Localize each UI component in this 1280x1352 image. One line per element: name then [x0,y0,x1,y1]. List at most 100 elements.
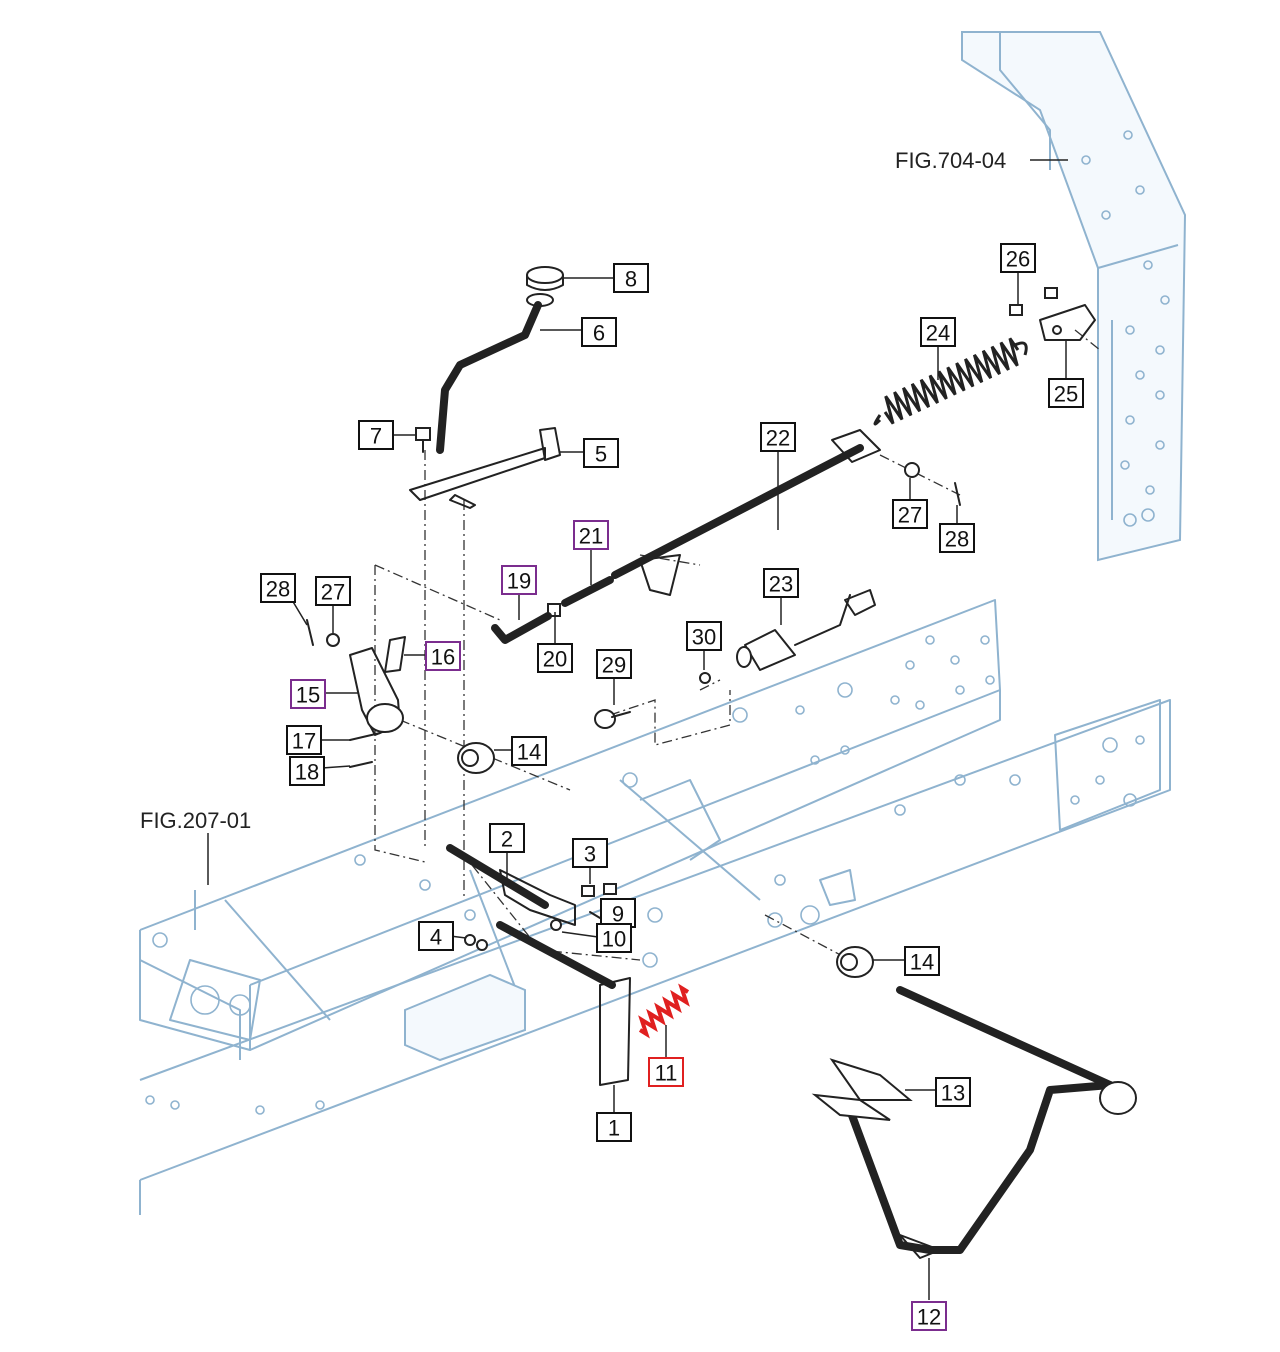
part-bolt-29 [594,709,631,729]
callout-box [596,923,632,953]
callout-box [572,838,608,868]
callout-label: 30 [692,625,716,650]
callout-c22: 22 [760,422,796,452]
callout-box [763,568,799,598]
part-bolts-3 [581,883,617,897]
callout-label: 19 [507,569,531,594]
callout-c24: 24 [920,317,956,347]
callout-label: 7 [370,424,382,449]
callout-label: 27 [898,503,922,528]
callout-c23: 23 [763,568,799,598]
callout-c19: 19 [501,565,537,595]
part-pin-28-right [954,482,961,506]
callout-label: 2 [501,827,513,852]
callout-c17: 17 [286,725,322,755]
callout-label: 18 [295,760,319,785]
callout-box [425,641,461,671]
callout-c5: 5 [583,438,619,468]
part-solenoid-23 [736,589,876,671]
callout-box [939,523,975,553]
callout-box [583,438,619,468]
callout-label: 6 [593,321,605,346]
chassis-frame [139,599,1171,1215]
callout-box [596,1112,632,1142]
part-spring-17 [349,732,381,741]
callout-label: 21 [579,524,603,549]
callout-label: 14 [517,740,541,765]
callout-label: 13 [941,1081,965,1106]
fig-704-reference: FIG.704-04 [895,148,1006,173]
callout-box [501,565,537,595]
callout-c14a: 14 [511,736,547,766]
part-washer-27-right [904,462,920,478]
callout-box [600,898,636,928]
callout-c30: 30 [686,621,722,651]
callout-box [511,736,547,766]
callout-c28b: 28 [939,523,975,553]
leader-lines [207,159,1068,1300]
callout-c3: 3 [572,838,608,868]
callout-box [1000,243,1036,273]
callout-box [286,725,322,755]
callout-label: 23 [769,572,793,597]
callout-box [418,921,454,951]
callout-label: 17 [292,729,316,754]
callout-label: 12 [917,1305,941,1330]
callout-c18: 18 [289,756,325,786]
callout-label: 15 [296,683,320,708]
callout-c29: 29 [596,649,632,679]
callout-label: 16 [431,645,455,670]
callout-label: 5 [595,442,607,467]
callout-c7: 7 [358,420,394,450]
callout-label: 11 [655,1061,678,1086]
part-bolt-7 [415,427,431,453]
callout-c9: 9 [600,898,636,928]
callout-box [935,1077,971,1107]
callout-box [613,263,649,293]
callout-label: 4 [430,925,442,950]
part-bushing-14-lower [836,946,874,978]
callout-box [686,621,722,651]
frame-bracket-704 [961,31,1187,562]
callout-box [1048,378,1084,408]
part-nut-30 [699,672,711,684]
part-washer-10 [550,919,562,931]
callout-c1: 1 [596,1112,632,1142]
callout-label: 10 [602,927,626,952]
part-nut-20 [547,603,561,617]
callout-c10: 10 [596,923,632,953]
part-bolts-26 [1009,287,1058,316]
callout-c14b: 14 [904,946,940,976]
callout-box [760,422,796,452]
callout-c2: 2 [489,823,525,853]
callout-c15: 15 [290,679,326,709]
callout-box [315,576,351,606]
part-spring-24 [873,337,1028,426]
callout-label: 22 [766,426,790,451]
part-bushing-14-upper [457,742,495,774]
part-sleeve-16 [384,636,406,673]
callout-c8: 8 [613,263,649,293]
part-knob-8 [526,266,564,291]
callout-box [904,946,940,976]
part-pin-19 [491,612,552,644]
callout-box [596,649,632,679]
part-pin-28-left [306,619,314,646]
part-bolt-9 [589,911,601,919]
callout-c4: 4 [418,921,454,951]
callout-label: 26 [1006,247,1030,272]
callout-label: 9 [612,902,624,927]
callout-label: 24 [926,321,950,346]
part-lever-5 [409,427,561,509]
callout-c20: 20 [537,643,573,673]
part-pedal-frame-12 [846,986,1137,1259]
part-arm-15 [349,647,404,736]
part-bracket-2 [446,844,576,926]
callout-c27a: 27 [315,576,351,606]
part-pin-18 [349,761,373,768]
callout-c26: 26 [1000,243,1036,273]
callout-label: 3 [584,842,596,867]
callout-c11: 11 [648,1057,684,1087]
callout-box [911,1301,947,1331]
